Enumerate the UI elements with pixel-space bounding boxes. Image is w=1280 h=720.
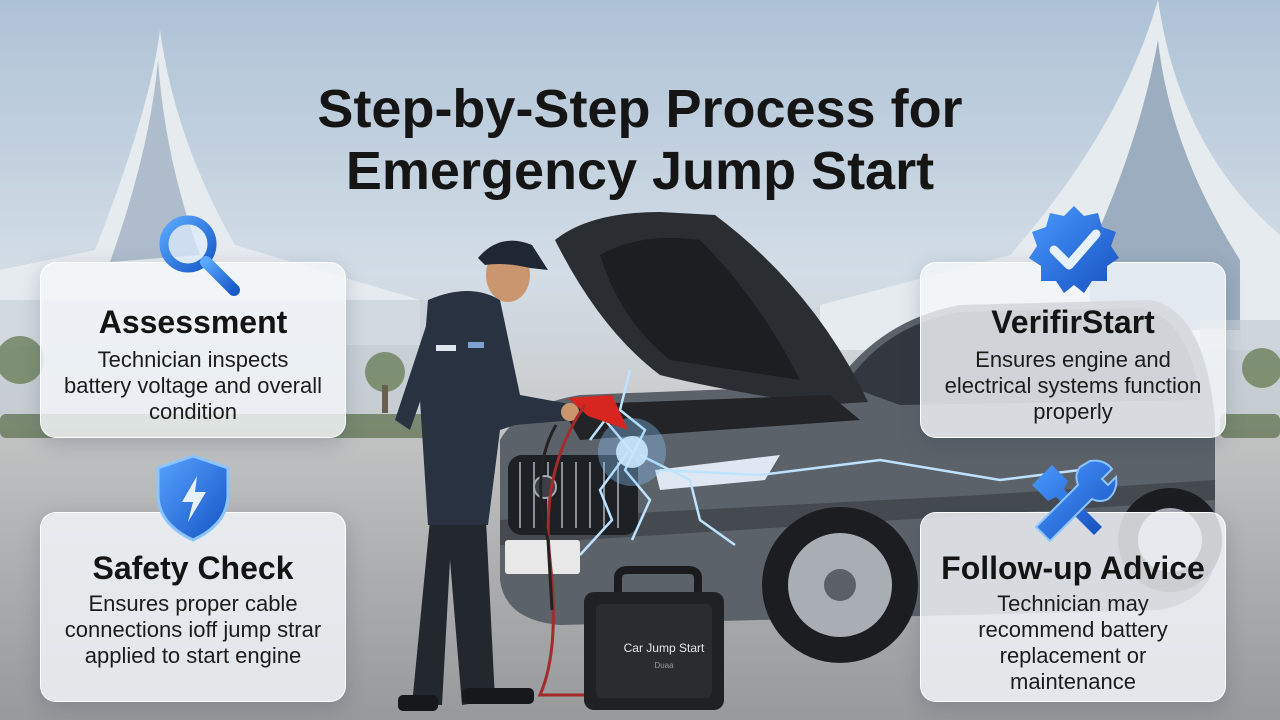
step-description: Technician may recommend battery replace… (978, 591, 1168, 694)
step-card-follow-up-advice: Follow-up Advice Technician may recommen… (920, 512, 1226, 702)
electric-spark (579, 369, 1081, 556)
magnifying-glass-icon (159, 215, 240, 296)
step-card-verify-start: VerifirStart Ensures engine and electric… (920, 262, 1226, 438)
jump-starter-device (584, 566, 724, 710)
step-card-safety-check: Safety Check Ensures proper cable connec… (40, 512, 346, 702)
hedge-right (1220, 414, 1280, 438)
engine-bay (560, 395, 860, 440)
technician (395, 240, 579, 711)
shield-lightning-icon (156, 454, 230, 542)
wrench-screwdriver-icon (1032, 459, 1118, 543)
red-clamp (568, 395, 628, 430)
technician-cap (478, 240, 548, 270)
step-heading: Assessment (98, 304, 288, 340)
step-card-assessment: Assessment Technician inspects battery v… (40, 262, 346, 438)
device-label: Car Jump Start (624, 641, 705, 655)
verified-badge-icon (1029, 206, 1119, 293)
device-sublabel: Duaa (654, 661, 674, 670)
title-line-2: Emergency Jump Start (345, 141, 935, 201)
step-heading: VerifirStart (991, 304, 1155, 340)
step-heading: Safety Check (92, 550, 294, 586)
step-description: Ensures engine and electrical systems fu… (944, 347, 1202, 424)
page-title: Step-by-Step Process for Emergency Jump … (200, 78, 1080, 202)
step-description: Ensures proper cable connections ioff ju… (64, 591, 322, 668)
title-line-1: Step-by-Step Process for (317, 79, 963, 139)
step-description: Technician inspects battery voltage and … (63, 347, 323, 424)
step-heading: Follow-up Advice (941, 550, 1205, 586)
